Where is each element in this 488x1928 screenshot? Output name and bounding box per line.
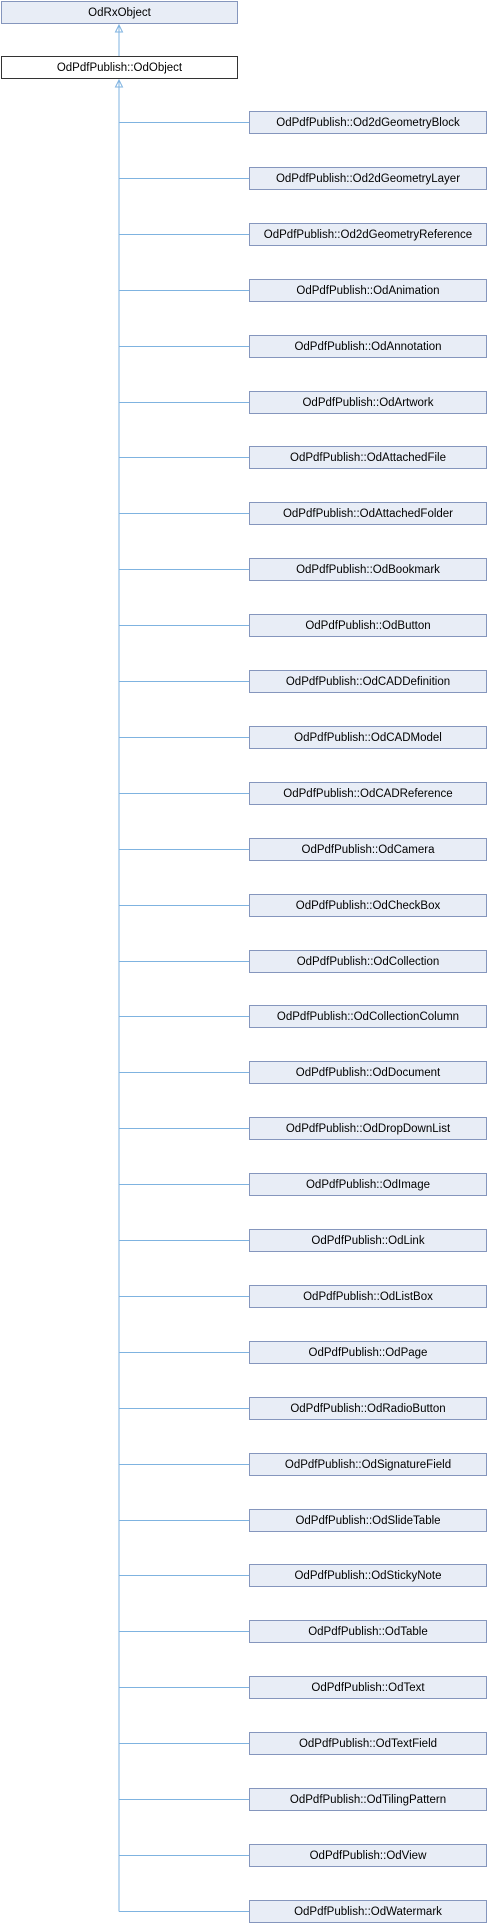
- class-node-label: OdPdfPublish::OdPage: [308, 1346, 428, 1359]
- class-node-label: OdPdfPublish::OdAttachedFolder: [282, 507, 454, 520]
- class-node-derived[interactable]: OdPdfPublish::OdAnimation: [249, 279, 487, 302]
- class-node-derived[interactable]: OdPdfPublish::OdCADReference: [249, 782, 487, 805]
- class-node-label: OdPdfPublish::OdWatermark: [294, 1905, 442, 1918]
- class-node-label: OdPdfPublish::OdAttachedFile: [290, 451, 446, 464]
- class-node-label: OdPdfPublish::OdImage: [305, 1178, 430, 1191]
- class-node-label: OdPdfPublish::OdCheckBox: [295, 899, 441, 912]
- class-node-derived[interactable]: OdPdfPublish::Od2dGeometryBlock: [249, 111, 487, 134]
- class-node-label: OdPdfPublish::OdDocument: [295, 1066, 441, 1079]
- class-node-derived[interactable]: OdPdfPublish::OdAnnotation: [249, 335, 487, 358]
- class-node-label: OdPdfPublish::OdTable: [308, 1625, 428, 1638]
- class-node-derived[interactable]: OdPdfPublish::Od2dGeometryLayer: [249, 167, 487, 190]
- class-node-derived[interactable]: OdPdfPublish::OdArtwork: [249, 391, 487, 414]
- class-node-derived[interactable]: OdPdfPublish::OdDocument: [249, 1061, 487, 1084]
- class-node-derived[interactable]: OdPdfPublish::OdSlideTable: [249, 1509, 487, 1532]
- class-node-label: OdRxObject: [88, 6, 151, 19]
- class-node-label: OdPdfPublish::OdTilingPattern: [289, 1793, 447, 1806]
- class-node-label: OdPdfPublish::OdCADReference: [283, 787, 453, 800]
- class-node-label: OdPdfPublish::OdCADDefinition: [285, 675, 451, 688]
- class-node-label: OdPdfPublish::OdCollectionColumn: [276, 1010, 460, 1023]
- class-node-label: OdPdfPublish::OdStickyNote: [294, 1569, 442, 1582]
- class-node-label: OdPdfPublish::OdListBox: [303, 1290, 433, 1303]
- class-node-derived[interactable]: OdPdfPublish::OdCheckBox: [249, 894, 487, 917]
- class-node-derived[interactable]: OdPdfPublish::OdDropDownList: [249, 1117, 487, 1140]
- class-node-label: OdPdfPublish::Od2dGeometryBlock: [276, 116, 460, 129]
- class-node-label: OdPdfPublish::OdView: [309, 1849, 427, 1862]
- class-node-derived[interactable]: OdPdfPublish::OdAttachedFolder: [249, 502, 487, 525]
- class-node-derived[interactable]: OdPdfPublish::OdSignatureField: [249, 1453, 487, 1476]
- class-node-derived[interactable]: OdPdfPublish::OdButton: [249, 614, 487, 637]
- class-node-label: OdPdfPublish::OdButton: [305, 619, 431, 632]
- class-node-label: OdPdfPublish::OdArtwork: [302, 396, 434, 409]
- class-node-label: OdPdfPublish::OdLink: [311, 1234, 425, 1247]
- class-node-odrxobject[interactable]: OdRxObject: [1, 1, 238, 24]
- class-node-label: OdPdfPublish::OdCamera: [301, 843, 435, 856]
- class-node-label: OdPdfPublish::OdSignatureField: [284, 1458, 452, 1471]
- class-node-label: OdPdfPublish::OdTextField: [298, 1737, 438, 1750]
- class-node-label: OdPdfPublish::OdBookmark: [296, 563, 440, 576]
- class-node-label: OdPdfPublish::OdSlideTable: [295, 1514, 441, 1527]
- class-node-derived[interactable]: OdPdfPublish::OdCollection: [249, 950, 487, 973]
- class-node-derived[interactable]: OdPdfPublish::OdTable: [249, 1620, 487, 1643]
- class-node-derived[interactable]: OdPdfPublish::OdLink: [249, 1229, 487, 1252]
- class-node-derived[interactable]: OdPdfPublish::OdCADDefinition: [249, 670, 487, 693]
- class-node-derived[interactable]: OdPdfPublish::Od2dGeometryReference: [249, 223, 487, 246]
- class-node-derived[interactable]: OdPdfPublish::OdBookmark: [249, 558, 487, 581]
- class-node-derived[interactable]: OdPdfPublish::OdCADModel: [249, 726, 487, 749]
- class-node-derived[interactable]: OdPdfPublish::OdTilingPattern: [249, 1788, 487, 1811]
- class-node-label: OdPdfPublish::OdAnnotation: [294, 340, 442, 353]
- class-node-label: OdPdfPublish::OdCADModel: [294, 731, 442, 744]
- class-node-derived[interactable]: OdPdfPublish::OdStickyNote: [249, 1564, 487, 1587]
- class-node-label: OdPdfPublish::OdText: [311, 1681, 425, 1694]
- class-node-label: OdPdfPublish::OdAnimation: [296, 284, 440, 297]
- class-node-derived[interactable]: OdPdfPublish::OdListBox: [249, 1285, 487, 1308]
- class-node-derived[interactable]: OdPdfPublish::OdRadioButton: [249, 1397, 487, 1420]
- class-node-current: OdPdfPublish::OdObject: [1, 56, 238, 79]
- class-node-label: OdPdfPublish::OdObject: [56, 61, 183, 74]
- class-node-derived[interactable]: OdPdfPublish::OdPage: [249, 1341, 487, 1364]
- class-node-label: OdPdfPublish::OdCollection: [296, 955, 440, 968]
- inheritance-arrow-icon: [114, 23, 124, 33]
- class-node-derived[interactable]: OdPdfPublish::OdCamera: [249, 838, 487, 861]
- class-node-label: OdPdfPublish::OdDropDownList: [285, 1122, 451, 1135]
- class-node-derived[interactable]: OdPdfPublish::OdText: [249, 1676, 487, 1699]
- class-node-derived[interactable]: OdPdfPublish::OdAttachedFile: [249, 446, 487, 469]
- class-node-label: OdPdfPublish::OdRadioButton: [290, 1402, 446, 1415]
- class-node-derived[interactable]: OdPdfPublish::OdTextField: [249, 1732, 487, 1755]
- class-node-label: OdPdfPublish::Od2dGeometryReference: [263, 228, 473, 241]
- class-node-label: OdPdfPublish::Od2dGeometryLayer: [275, 172, 461, 185]
- inheritance-arrow-icon: [114, 78, 124, 88]
- class-node-derived[interactable]: OdPdfPublish::OdImage: [249, 1173, 487, 1196]
- class-node-derived[interactable]: OdPdfPublish::OdWatermark: [249, 1900, 487, 1923]
- class-node-derived[interactable]: OdPdfPublish::OdView: [249, 1844, 487, 1867]
- class-node-derived[interactable]: OdPdfPublish::OdCollectionColumn: [249, 1005, 487, 1028]
